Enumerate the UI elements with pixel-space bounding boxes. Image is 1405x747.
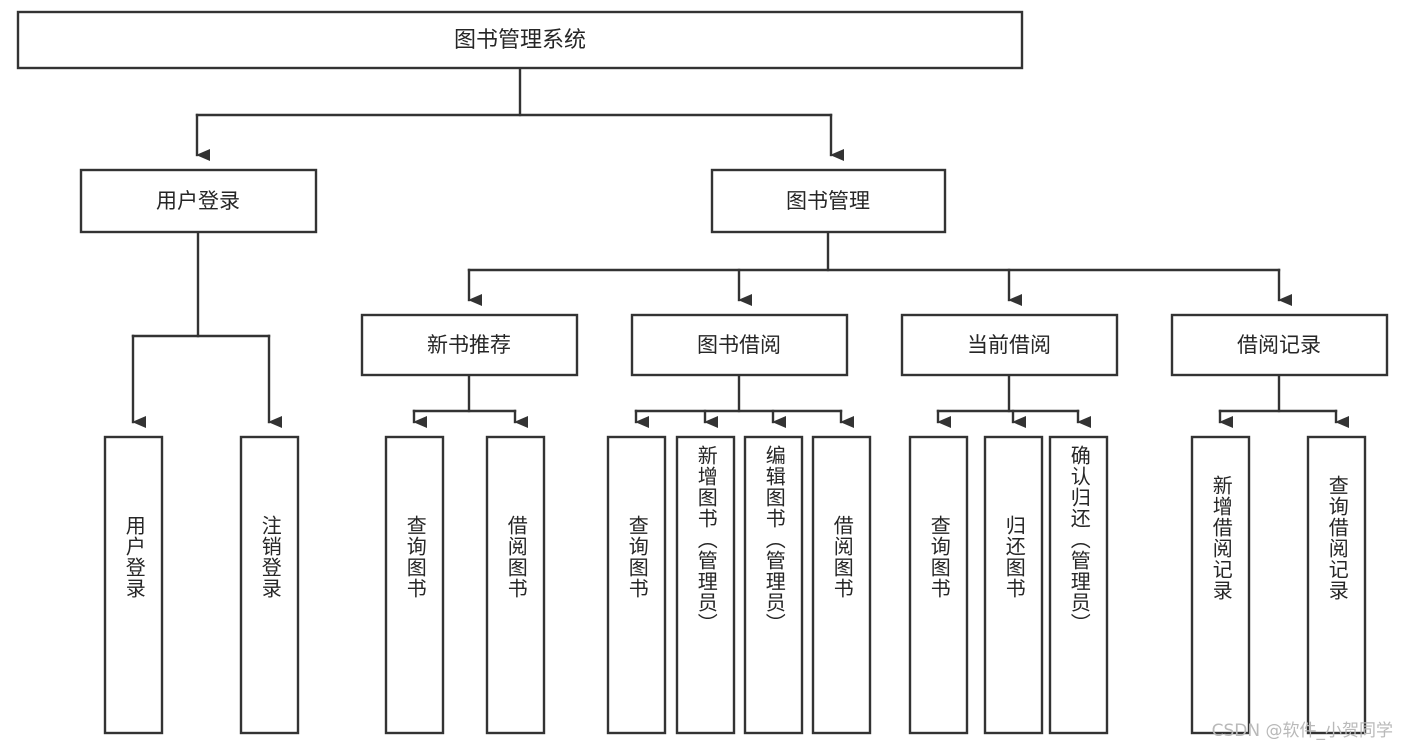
leaf-box-add-book-admin[interactable] [675,435,736,735]
leaf-boxes [103,435,1367,735]
leaf-box-query-book-1[interactable] [384,435,445,735]
book-borrow-box[interactable] [630,313,849,377]
leaf-box-query-book-3[interactable] [908,435,969,735]
connector-group-root [195,66,844,161]
leaf-box-confirm-return-admin[interactable] [1048,435,1109,735]
leaf-box-edit-book-admin[interactable] [743,435,804,735]
leaf-box-borrow-book-2[interactable] [811,435,872,735]
node-book-borrow[interactable]: 图书借阅 [630,313,849,377]
new-book-recommend-label: 新书推荐 [427,333,511,357]
connector-group-book-management [467,230,1292,306]
borrow-record-label: 借阅记录 [1237,333,1321,357]
node-book-management[interactable]: 图书管理 [710,168,947,234]
connector-group-user-login [131,230,282,428]
leaf-box-logout[interactable] [239,435,300,735]
connector-group-book-borrow [634,373,854,428]
book-borrow-label: 图书借阅 [697,333,781,357]
node-root[interactable]: 图书管理系统 [16,10,1024,70]
connector-group-borrow-record [1218,373,1349,428]
user-login-label: 用户登录 [156,189,240,213]
book-management-box[interactable] [710,168,947,234]
user-login-box[interactable] [79,168,318,234]
leaf-box-borrow-book-1[interactable] [485,435,546,735]
book-management-label: 图书管理 [786,189,870,213]
current-borrow-box[interactable] [900,313,1119,377]
root-box[interactable] [16,10,1024,70]
node-current-borrow[interactable]: 当前借阅 [900,313,1119,377]
connector-group-current-borrow [936,373,1091,428]
leaf-box-add-borrow-record[interactable] [1190,435,1251,735]
root-label: 图书管理系统 [454,28,586,53]
node-user-login[interactable]: 用户登录 [79,168,318,234]
new-book-recommend-box[interactable] [360,313,579,377]
node-borrow-record[interactable]: 借阅记录 [1170,313,1389,377]
connector-group-new-book-recommend [412,373,528,428]
borrow-record-box[interactable] [1170,313,1389,377]
leaf-box-return-book[interactable] [983,435,1044,735]
node-new-book-recommend[interactable]: 新书推荐 [360,313,579,377]
leaf-box-query-book-2[interactable] [606,435,667,735]
current-borrow-label: 当前借阅 [967,333,1051,357]
leaf-box-user-login[interactable] [103,435,164,735]
watermark-text: CSDN @软件_小贺同学 [1211,721,1393,741]
leaf-box-query-borrow-record[interactable] [1306,435,1367,735]
